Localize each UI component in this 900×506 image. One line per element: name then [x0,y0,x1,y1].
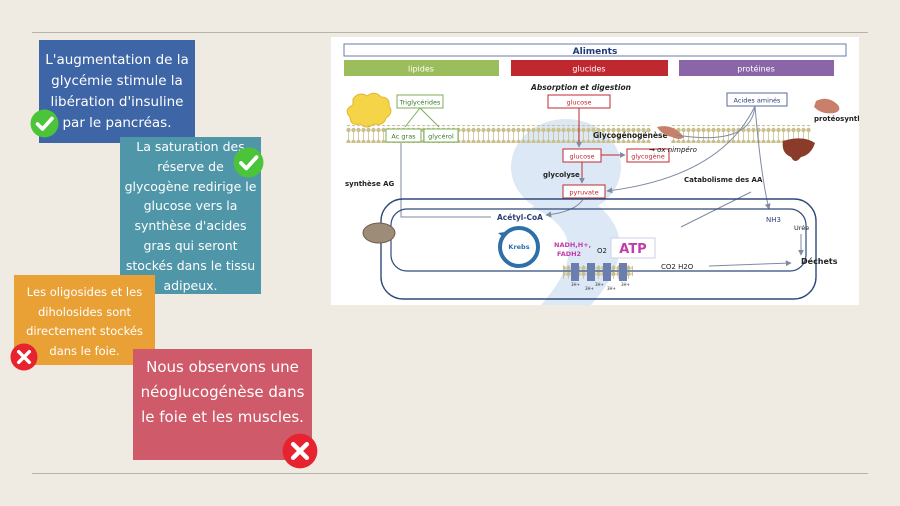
proton-label: 3H+ [585,286,594,291]
co2-h2o-label: CO2 H2O [661,263,694,271]
category-lipides [344,60,499,76]
category-label: protéines [737,64,775,74]
statement-text: La saturation des réserve de glycogène r… [124,139,257,293]
triglycerides-label: Triglycérides [399,99,441,107]
glycogenogenese-label: Glycogénogénèse [593,131,668,140]
glycogene-label: glycogène [631,153,665,161]
acides-amines-label: Acides aminés [734,97,782,105]
krebs-cycle-icon [498,226,540,268]
liver-icon [782,138,815,161]
category-glucides [511,60,668,76]
catabolisme-label: Catabolisme des AA [684,176,763,184]
proton-label: 3H+ [621,282,630,287]
category-label: lipides [408,65,434,74]
nadh-label: NADH,H+, [554,241,591,249]
top-divider [32,32,868,33]
statement-card-insulin: L'augmentation de la glycémie stimule la… [39,40,195,143]
glycolyse-label: glycolyse [543,171,580,179]
muscle-icon [657,126,684,139]
synthese-ag-label: synthèse AG [345,180,395,188]
glucose-top-label: glucose [567,99,592,107]
cross-icon [10,343,38,371]
fadh2-label: FADH2 [557,250,581,258]
proton-label: 3H+ [571,282,580,287]
krebs-label: Krebs [508,243,529,251]
mitochondrion-icon [362,222,396,244]
intestinal-membrane [346,125,651,143]
category-label: glucides [572,65,605,74]
atp-label: ATP [619,242,646,257]
mitochondrion-outer [380,198,817,300]
handwritten-note: → ox nimpéro [649,146,697,154]
diagram-title: Aliments [573,47,618,57]
statement-card-neoglucogenesis: Nous observons une néoglucogénèse dans l… [133,349,312,460]
intestinal-membrane [671,125,811,143]
statement-card-oligosides: Les oligosides et les diholosides sont d… [14,275,155,365]
proton-label: 3H+ [595,282,604,287]
check-icon [233,147,264,178]
o2-label: O2 [597,247,607,255]
absorption-label: Absorption et digestion [530,83,631,92]
check-icon [30,109,59,138]
ac-gras-label: Ac gras [391,133,416,141]
proteosynthese-label: protéosynthèse [814,115,859,123]
statement-text: L'augmentation de la glycémie stimule la… [45,52,189,131]
dechets-label: Déchets [801,256,838,266]
inner-membrane [563,265,633,279]
nh3-label: NH3 [766,216,781,224]
cross-icon [282,433,318,469]
fat-droplet-icon [346,92,392,128]
glucose-mid-label: glucose [570,153,595,161]
pyruvate-label: pyruvate [569,189,598,197]
category-proteines [679,60,834,76]
statement-text: Les oligosides et les diholosides sont d… [26,285,143,358]
bottom-divider [32,473,868,474]
muscle-icon [814,98,840,114]
metabolism-diagram: Aliments lipides glucides protéines Abso… [331,37,859,305]
acetyl-coa-label: Acétyl-CoA [497,213,543,222]
uree-label: Urée [794,224,809,232]
glycerol-label: glycérol [428,133,454,141]
statement-text: Nous observons une néoglucogénèse dans l… [140,358,305,426]
proton-label: 3H+ [607,286,616,291]
